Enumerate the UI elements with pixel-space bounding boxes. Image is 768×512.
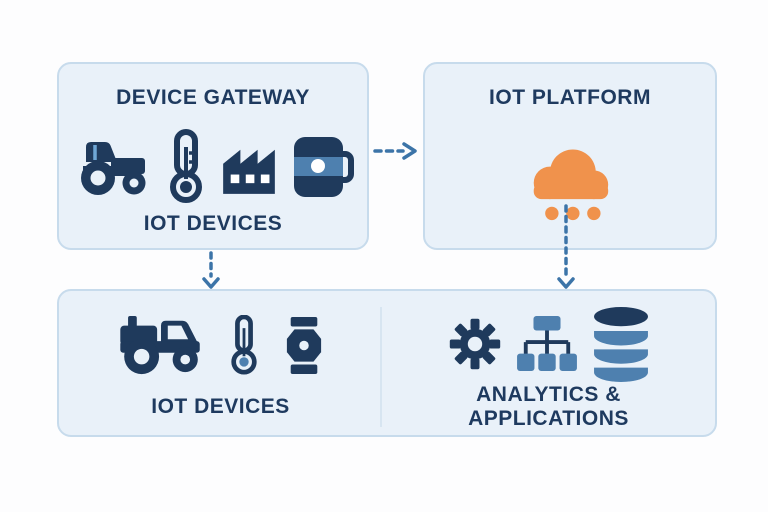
device-gateway-label: IOT DEVICES [143, 212, 283, 235]
iot-devices-label: IOT DEVICES [151, 395, 290, 418]
iot-platform-box: IOT PLATFORM [423, 62, 717, 250]
tractor-icon [71, 136, 149, 198]
iot-devices-section: IOT DEVICES [59, 291, 382, 435]
sitemap-icon [515, 316, 579, 372]
camera-device-icon [292, 136, 356, 198]
arrow-down-icon [202, 251, 220, 289]
tractor-icon [116, 314, 206, 376]
analytics-applications-section: ANALYTICS & APPLICATIONS [382, 291, 715, 435]
iot-devices-icon-row [59, 305, 382, 385]
arrow-right-icon [373, 142, 417, 160]
analytics-label-line2: APPLICATIONS [468, 407, 629, 430]
smartwatch-icon [282, 316, 326, 374]
bottom-box: IOT DEVICES [57, 289, 717, 437]
analytics-label-line1: ANALYTICS & [476, 383, 621, 406]
device-gateway-box: DEVICE GATEWAY [57, 62, 369, 250]
iot-platform-icon-row [425, 114, 715, 246]
vertical-divider [380, 307, 382, 427]
analytics-applications-label: ANALYTICS & APPLICATIONS [382, 383, 715, 431]
cloud-icon [524, 138, 616, 222]
gear-icon [448, 317, 502, 371]
analytics-icon-row [382, 303, 715, 385]
thermometer-icon [164, 129, 206, 205]
database-icon [592, 306, 650, 383]
factory-icon [221, 139, 277, 195]
iot-platform-title: IOT PLATFORM [489, 86, 651, 109]
device-gateway-icon-row [59, 128, 367, 206]
thermometer-icon [228, 315, 260, 375]
device-gateway-title: DEVICE GATEWAY [116, 86, 310, 109]
